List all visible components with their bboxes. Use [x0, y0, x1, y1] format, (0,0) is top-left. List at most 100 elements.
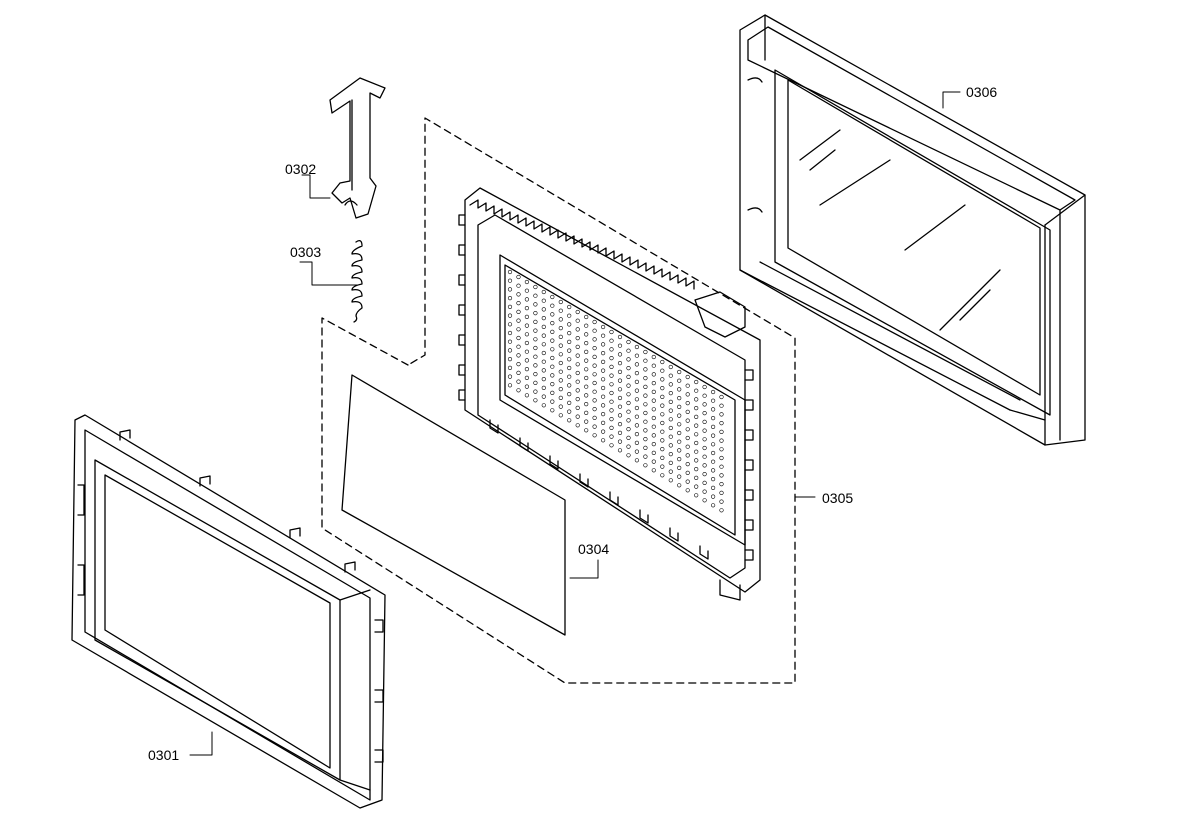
mesh-hole: [643, 367, 648, 372]
mesh-hole: [507, 278, 513, 283]
mesh-hole: [685, 479, 690, 484]
mesh-hole: [651, 398, 656, 403]
mesh-hole: [617, 422, 623, 427]
mesh-hole: [550, 312, 555, 317]
mesh-hole: [584, 323, 589, 328]
mesh-hole: [617, 387, 623, 392]
mesh-hole: [567, 348, 572, 353]
mesh-hole: [533, 389, 538, 394]
mesh-hole: [719, 490, 724, 496]
mesh-hole: [651, 354, 656, 360]
leader-lines: [189, 91, 961, 756]
mesh-hole: [668, 425, 673, 431]
mesh-hole: [643, 410, 648, 416]
mesh-hole: [550, 321, 555, 326]
mesh-hole: [609, 399, 614, 404]
mesh-hole: [516, 292, 521, 297]
mesh-hole: [710, 442, 716, 447]
mesh-hole: [516, 274, 521, 280]
mesh-hole: [710, 485, 716, 491]
mesh-hole: [668, 434, 673, 439]
mesh-hole: [660, 473, 665, 478]
screen-sheet-0304: [341, 374, 566, 636]
mesh-hole: [677, 430, 682, 436]
mesh-hole: [685, 444, 690, 449]
mesh-hole: [617, 430, 623, 436]
mesh-hole: [702, 402, 707, 407]
mesh-hole: [550, 408, 555, 413]
mesh-hole: [609, 373, 614, 378]
mesh-hole: [524, 349, 530, 354]
mesh-hole: [668, 452, 673, 457]
mesh-hole: [685, 470, 690, 476]
mesh-hole: [694, 406, 699, 411]
mesh-hole: [634, 353, 640, 358]
mesh-hole: [694, 423, 699, 428]
mesh-hole: [567, 409, 572, 414]
mesh-hole: [507, 322, 513, 327]
mesh-hole: [694, 432, 699, 437]
mesh-hole: [600, 420, 606, 426]
mesh-hole: [651, 389, 656, 395]
mesh-hole: [550, 355, 555, 361]
mesh-hole: [694, 458, 699, 463]
mesh-hole: [710, 407, 716, 412]
mesh-hole: [550, 373, 555, 378]
mesh-hole: [660, 464, 665, 469]
mesh-hole: [567, 357, 572, 362]
mesh-hole: [719, 403, 724, 408]
mesh-hole: [694, 467, 699, 472]
mesh-hole: [592, 398, 597, 403]
mesh-hole: [617, 413, 623, 418]
mesh-hole: [660, 455, 665, 461]
mesh-hole: [600, 377, 606, 382]
mesh-hole: [507, 374, 513, 379]
mesh-hole: [567, 322, 572, 327]
mesh-hole: [533, 345, 538, 351]
mesh-hole: [533, 354, 538, 359]
mesh-hole: [651, 415, 656, 421]
mesh-hole: [710, 424, 716, 430]
mesh-hole: [507, 269, 513, 275]
mesh-hole: [524, 279, 530, 285]
mesh-hole: [550, 382, 555, 387]
mesh-hole: [677, 396, 682, 401]
mesh-hole: [592, 372, 597, 377]
mesh-hole: [507, 304, 513, 310]
mesh-hole: [550, 294, 555, 300]
mesh-hole: [651, 407, 656, 412]
mesh-hole: [685, 435, 690, 441]
mesh-hole: [600, 429, 606, 434]
mesh-hole: [677, 483, 682, 488]
mesh-hole: [541, 333, 546, 338]
mesh-hole: [626, 366, 631, 371]
mesh-hole: [541, 316, 546, 321]
mesh-hole: [643, 428, 648, 433]
mesh-hole: [550, 329, 555, 335]
mesh-hole: [694, 379, 699, 385]
mesh-hole: [609, 434, 614, 439]
mesh-hole: [558, 395, 563, 401]
mesh-hole: [710, 494, 716, 499]
mesh-hole: [600, 368, 606, 373]
mesh-hole: [660, 412, 665, 417]
mesh-hole: [626, 418, 631, 423]
mesh-hole: [567, 383, 572, 388]
mesh-hole: [643, 358, 648, 363]
mesh-hole: [558, 326, 563, 331]
mesh-hole: [567, 339, 572, 345]
mesh-hole: [685, 401, 690, 406]
mesh-hole: [710, 468, 716, 473]
mesh-hole: [541, 289, 546, 295]
mesh-hole: [609, 443, 614, 448]
assembly-outline-0305: [321, 117, 796, 684]
mesh-hole: [702, 384, 707, 390]
mesh-hole: [507, 365, 513, 371]
mesh-hole: [516, 388, 521, 393]
latch-hook-0302: [329, 77, 386, 219]
mesh-hole: [533, 293, 538, 298]
mesh-hole: [541, 377, 546, 382]
mesh-hole: [524, 393, 530, 398]
mesh-hole: [516, 370, 521, 376]
mesh-hole: [584, 358, 589, 363]
